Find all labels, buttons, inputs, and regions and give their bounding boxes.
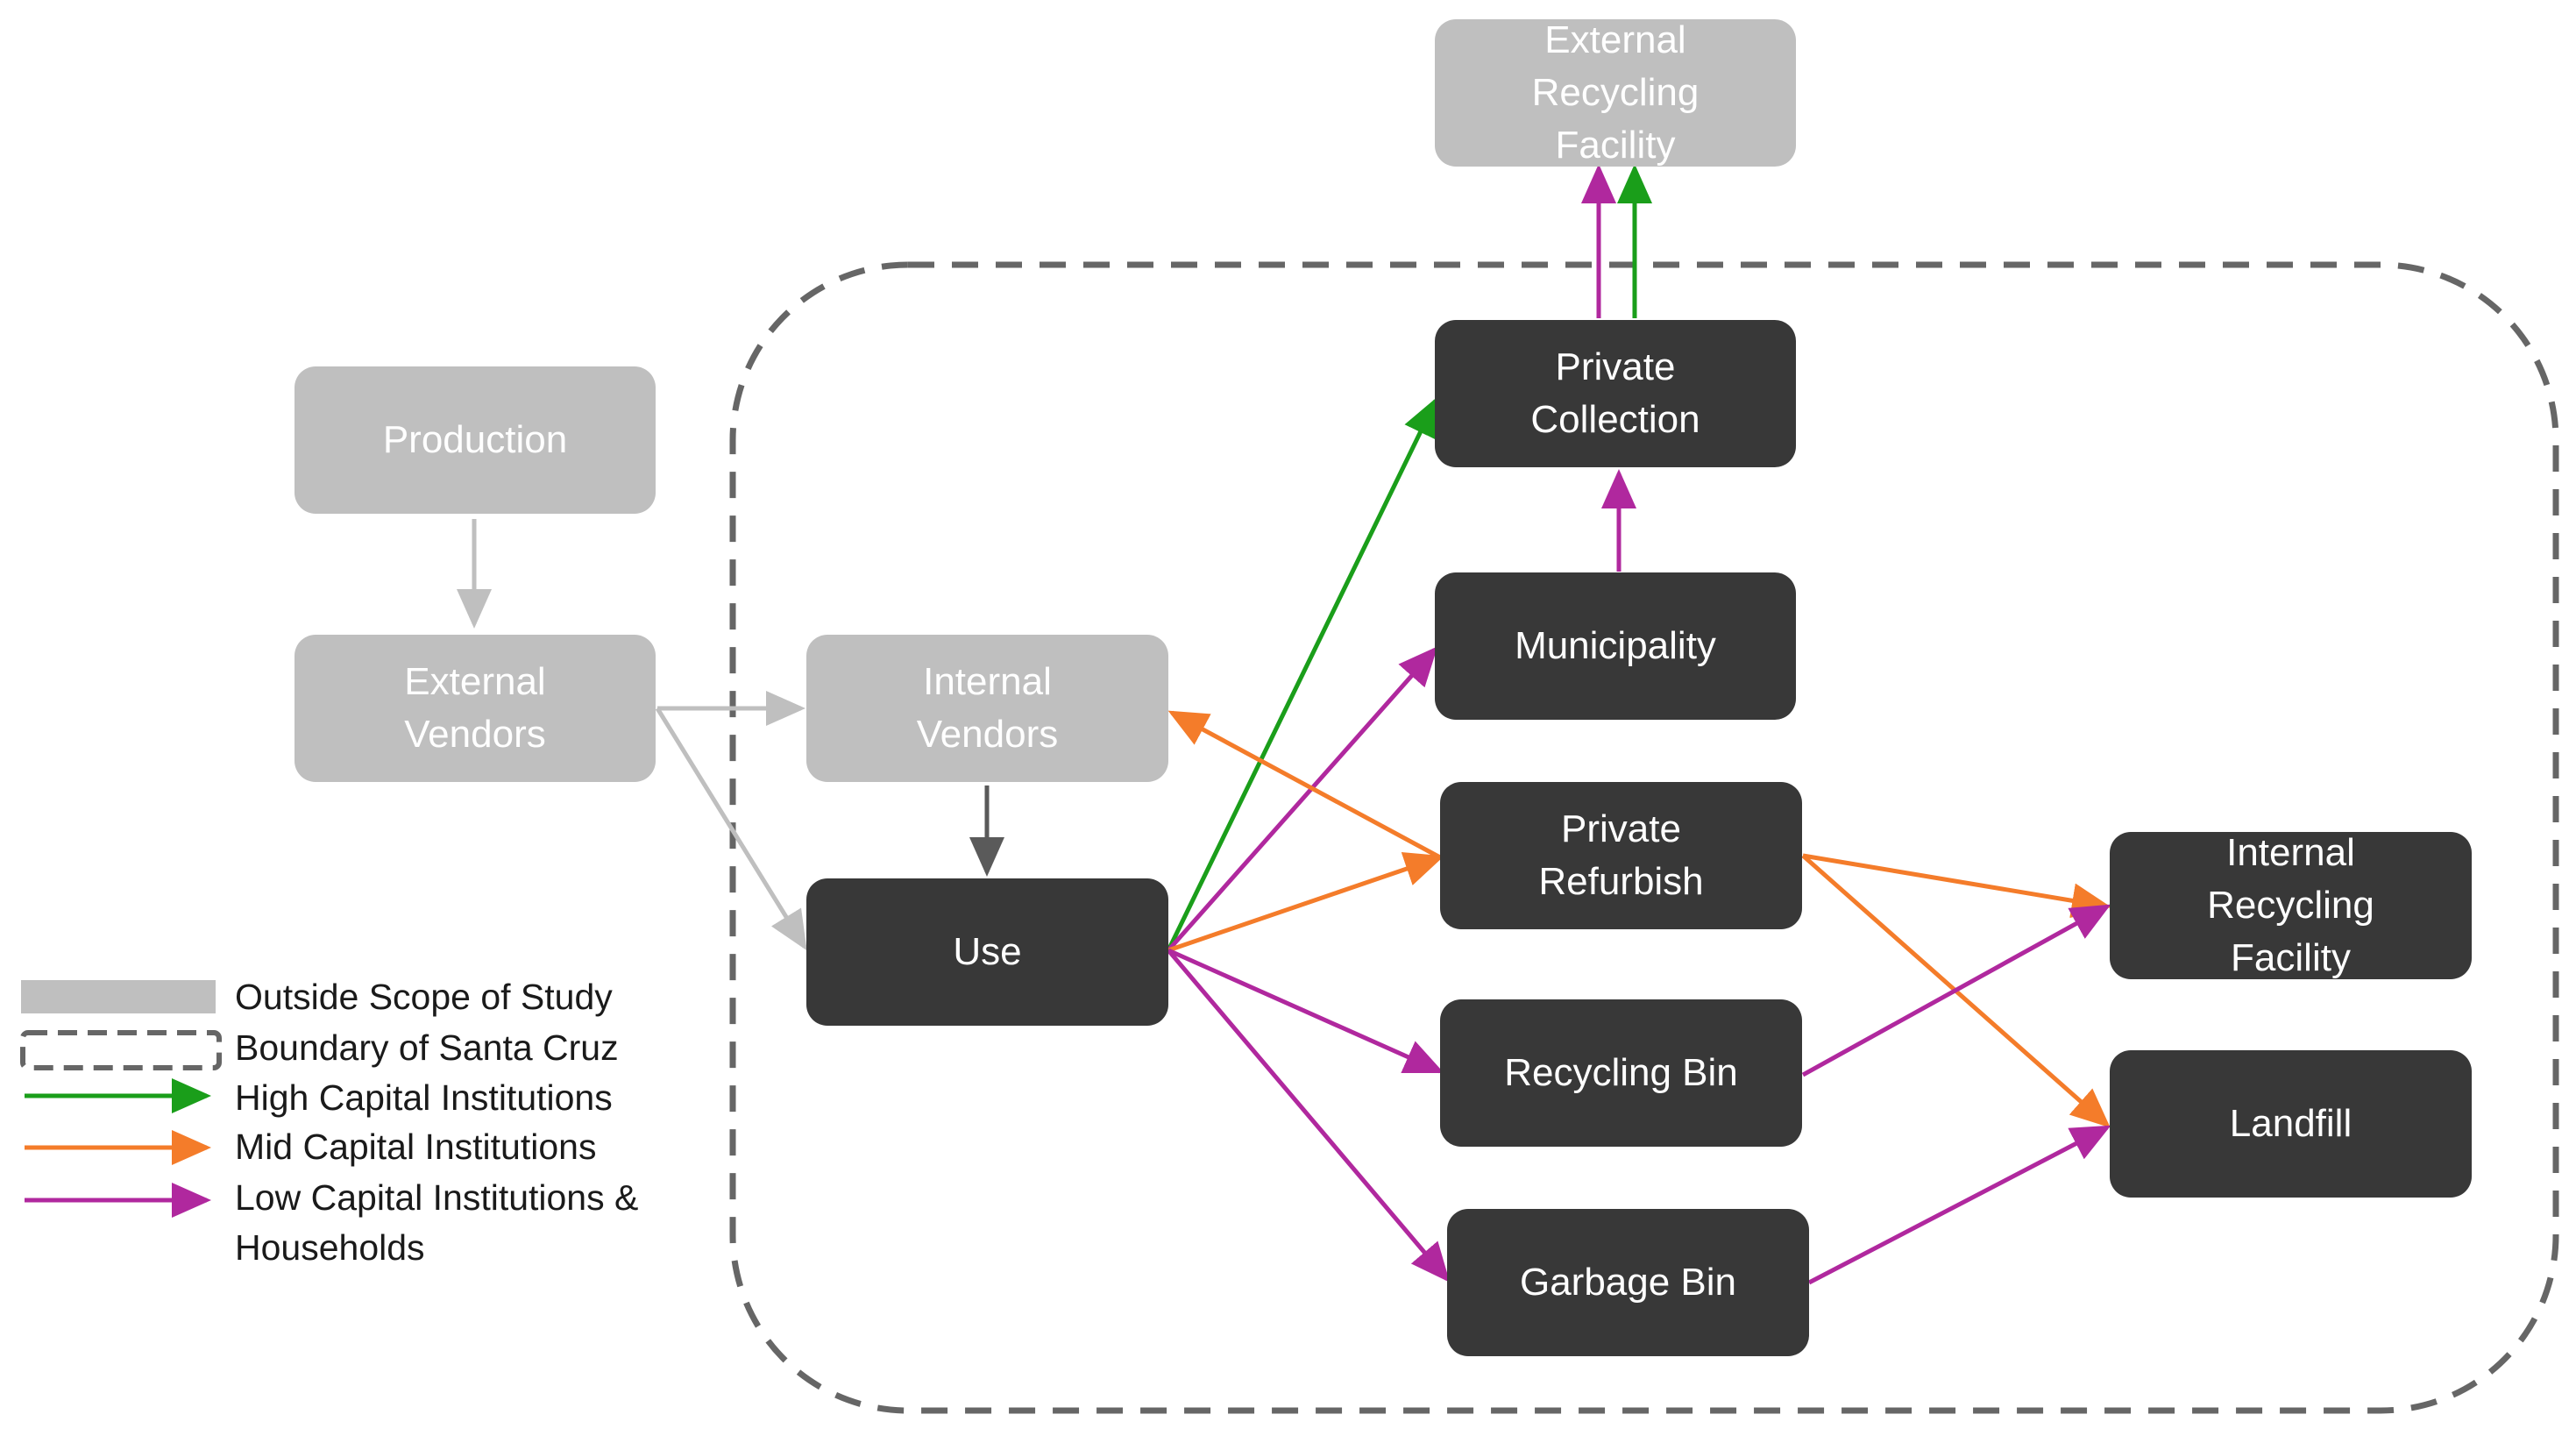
node-recycling-bin: Recycling Bin [1440, 999, 1802, 1147]
flow-use-to-recycling-bin [1167, 948, 1444, 1074]
node-private-collection: Private Collection [1435, 320, 1796, 467]
node-internal-vendors: Internal Vendors [806, 635, 1168, 782]
node-use: Use [806, 878, 1168, 1026]
node-garbage-bin: Garbage Bin [1447, 1209, 1809, 1356]
node-internal-recycling-facility: Internal Recycling Facility [2110, 831, 2472, 979]
node-private-refurbish: Private Refurbish [1440, 782, 1802, 929]
flow-use-to-municipality [1167, 646, 1438, 952]
legend-low-label-line2: Households [235, 1227, 425, 1268]
legend-outside-label: Outside Scope of Study [235, 977, 613, 1017]
flow-use-to-private-collection [1166, 396, 1438, 952]
santa-cruz-boundary [729, 261, 2559, 1414]
node-municipality: Municipality [1435, 572, 1796, 720]
legend-mid-label: Mid Capital Institutions [235, 1127, 597, 1167]
flow-use-to-garbage-bin [1167, 949, 1451, 1283]
flow-use-to-private-refurbish [1167, 852, 1444, 953]
node-external-vendors: External Vendors [295, 635, 656, 782]
flow-private-refurbish-to-internal-recycling [1802, 853, 2111, 919]
legend-low-label-line1: Low Capital Institutions & [235, 1177, 639, 1218]
legend-boundary-swatch [20, 1030, 222, 1070]
node-production: Production [295, 366, 656, 514]
node-landfill: Landfill [2110, 1050, 2472, 1198]
node-external-recycling-facility: External Recycling Facility [1435, 18, 1796, 167]
flow-external-vendors-to-use [655, 707, 807, 951]
legend-outside-swatch [21, 980, 216, 1013]
legend-high-label: High Capital Institutions [235, 1077, 613, 1118]
legend-boundary-label: Boundary of Santa Cruz [235, 1027, 619, 1068]
flow-private-refurbish-to-internal-vendors [1167, 710, 1442, 860]
flow-recycling-bin-to-internal-recycling [1801, 904, 2111, 1077]
flow-garbage-bin-to-landfill [1807, 1125, 2111, 1285]
